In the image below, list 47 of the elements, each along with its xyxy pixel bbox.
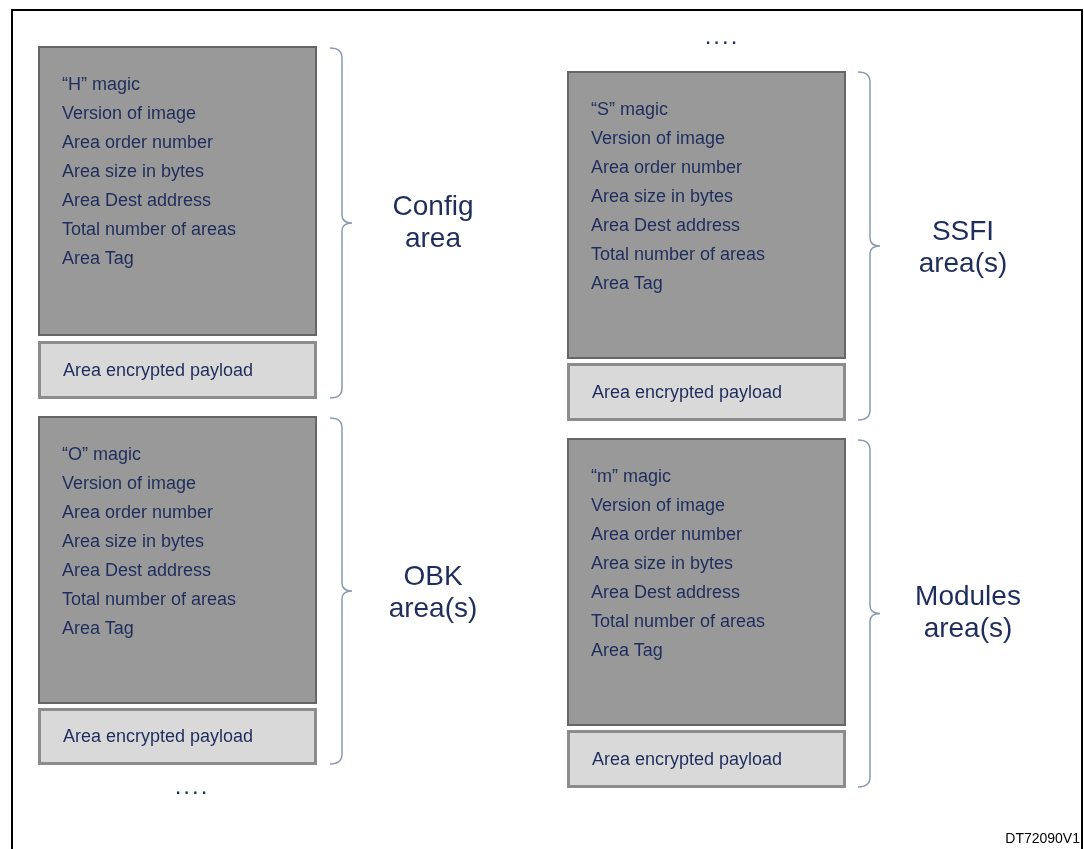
header-box — [567, 71, 846, 359]
field-text: Area order number — [591, 523, 743, 546]
group-label: OBK area(s) — [387, 560, 479, 624]
field-text: Area encrypted payload — [63, 358, 254, 382]
field-text: Area size in bytes — [591, 185, 734, 208]
field-text: Area size in bytes — [591, 552, 734, 575]
field-text: Area Dest address — [62, 559, 212, 582]
field-text: Area Tag — [62, 617, 134, 640]
field-text: “H” magic — [62, 73, 140, 96]
group-label: SSFI area(s) — [917, 215, 1009, 279]
ellipsis: .... — [173, 772, 211, 800]
field-text: Area order number — [591, 156, 743, 179]
payload-box — [567, 363, 846, 421]
field-text: “m” magic — [591, 465, 671, 488]
payload-box — [567, 730, 846, 788]
group-label: Config area — [391, 190, 475, 254]
header-box — [567, 438, 846, 726]
field-text: Version of image — [591, 494, 726, 517]
field-text: Area encrypted payload — [592, 380, 783, 404]
field-text: Area Tag — [591, 639, 663, 662]
field-text: Area Dest address — [62, 189, 212, 212]
field-text: Total number of areas — [591, 243, 766, 266]
field-text: Version of image — [62, 472, 197, 495]
field-text: Area size in bytes — [62, 160, 205, 183]
field-text: Total number of areas — [62, 588, 237, 611]
field-text: Area Dest address — [591, 214, 741, 237]
field-text: Area Dest address — [591, 581, 741, 604]
field-text: Total number of areas — [591, 610, 766, 633]
figure-id: DT72090V1 — [1004, 830, 1080, 846]
payload-box — [38, 708, 317, 765]
field-text: Version of image — [62, 102, 197, 125]
field-text: “S” magic — [591, 98, 668, 121]
field-text: Area encrypted payload — [592, 747, 783, 771]
header-box — [38, 46, 317, 336]
field-text: Area order number — [62, 131, 214, 154]
field-text: Area order number — [62, 501, 214, 524]
field-text: Area Tag — [591, 272, 663, 295]
header-box — [38, 416, 317, 704]
field-text: Version of image — [591, 127, 726, 150]
field-text: Area Tag — [62, 247, 134, 270]
ellipsis: .... — [703, 22, 741, 50]
field-text: Area encrypted payload — [63, 725, 254, 748]
field-text: Total number of areas — [62, 218, 237, 241]
group-label: Modules area(s) — [914, 580, 1022, 644]
field-text: “O” magic — [62, 443, 141, 466]
payload-box — [38, 341, 317, 399]
field-text: Area size in bytes — [62, 530, 205, 553]
